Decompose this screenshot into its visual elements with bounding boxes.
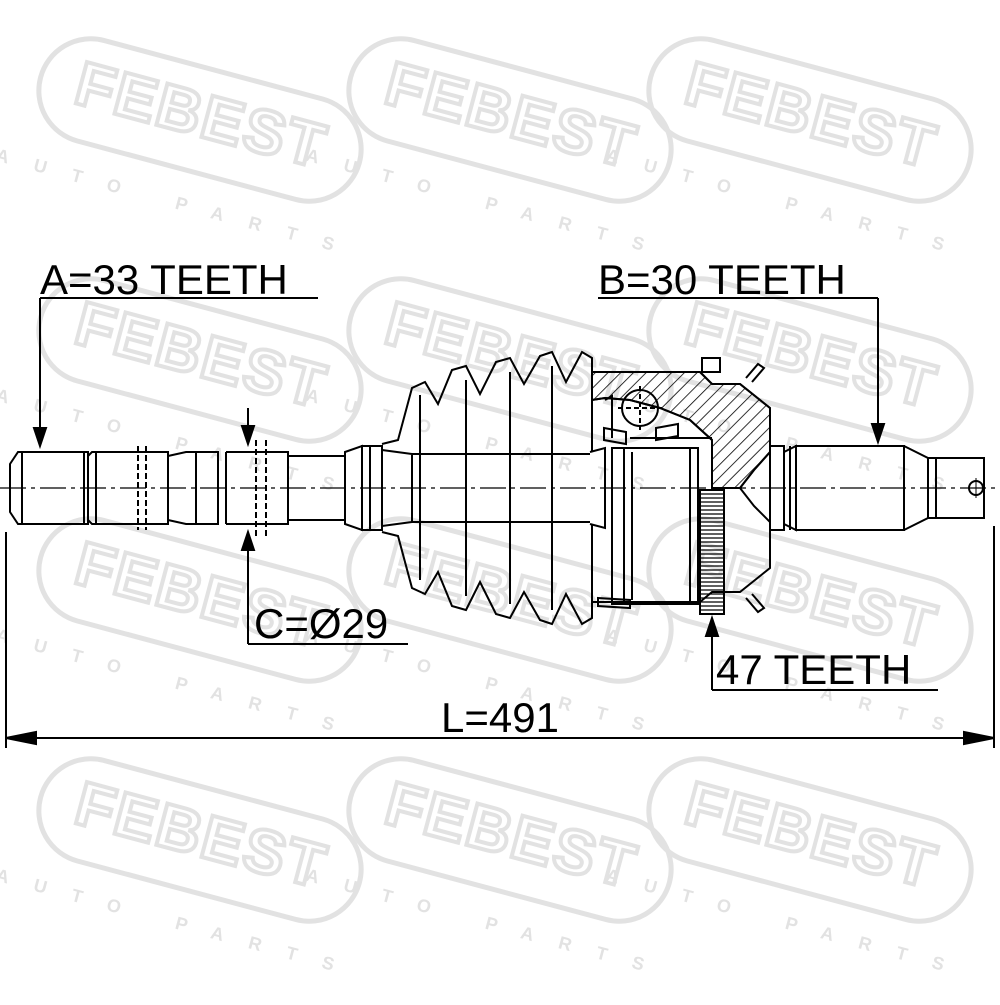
leader-b — [598, 297, 886, 446]
watermark-logo — [0, 741, 395, 981]
watermark-logo — [604, 741, 1000, 981]
spline-end-a — [9, 440, 289, 536]
watermark-logo — [604, 21, 1000, 261]
label-abs-teeth: 47 TEETH — [716, 646, 911, 693]
axle-drawing — [0, 297, 1000, 748]
abs-tone-ring — [699, 489, 725, 615]
axle-shaft — [288, 444, 606, 532]
spline-end-b — [769, 444, 986, 532]
cv-boot — [381, 350, 593, 626]
watermark-layer — [0, 21, 1000, 981]
watermark-logo — [304, 741, 705, 981]
watermark-logo — [0, 21, 395, 261]
label-length: L=491 — [441, 694, 559, 741]
leader-c — [240, 408, 408, 645]
watermark-logo — [304, 21, 705, 261]
label-b-teeth: B=30 TEETH — [598, 256, 846, 303]
leader-a — [32, 297, 318, 450]
label-a-teeth: A=33 TEETH — [40, 256, 288, 303]
leader-abs — [704, 614, 938, 691]
length-dimension — [5, 526, 995, 748]
cv-joint-housing — [591, 357, 771, 614]
label-c-diameter: C=Ø29 — [254, 600, 388, 647]
watermark-logo — [604, 501, 1000, 741]
